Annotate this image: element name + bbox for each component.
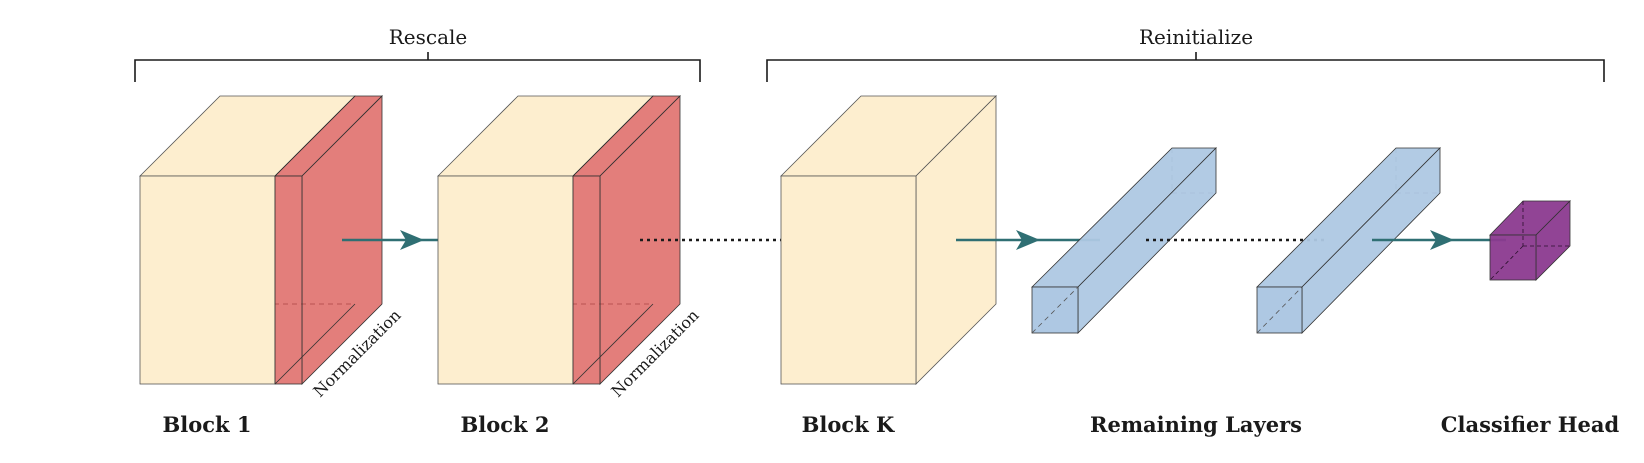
block-2 xyxy=(437,95,681,385)
reinitialize-bracket xyxy=(766,52,1605,82)
rescale-bracket xyxy=(134,52,701,82)
reinitialize-label: Reinitialize xyxy=(1139,25,1253,49)
block-k-label: Block K xyxy=(802,412,895,437)
normalization-slab-2 xyxy=(572,95,681,385)
remaining-layers-label: Remaining Layers xyxy=(1090,412,1302,437)
classifier-head-label: Classifier Head xyxy=(1441,412,1620,437)
block-2-label: Block 2 xyxy=(461,412,550,437)
block-1-label: Block 1 xyxy=(163,412,252,437)
classifier-head xyxy=(1489,200,1571,281)
remaining-layer-2 xyxy=(1256,147,1441,334)
rescale-label: Rescale xyxy=(389,25,468,49)
